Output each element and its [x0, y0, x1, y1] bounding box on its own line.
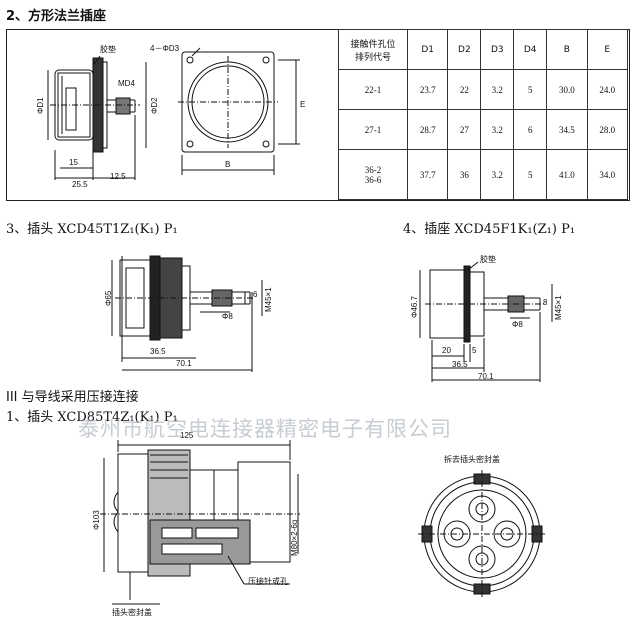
- d46-7-label: Φ46.7: [410, 296, 419, 318]
- flange-socket-front-view: [178, 47, 300, 175]
- header-b: B: [546, 29, 588, 70]
- cell: 27: [447, 109, 482, 150]
- crimp-plug-front-view: [418, 470, 546, 598]
- sectionIII-heading: III 与导线采用压接连接: [6, 390, 139, 405]
- d2-label: ΦD2: [150, 97, 159, 114]
- dim-20: 20: [442, 346, 451, 355]
- section2-frame: [6, 29, 630, 201]
- flange-socket-side-view: [47, 55, 147, 180]
- remove-cap-label: 拆去插头密封盖: [444, 455, 500, 464]
- d65-label: Φ65: [104, 290, 113, 306]
- dim-25-5: 25.5: [72, 180, 88, 189]
- dim-36-5: 36.5: [150, 347, 166, 356]
- section3-title: 3、插头 XCD45T1Z₁(K₁) P₁: [6, 222, 178, 237]
- six-label: 6: [253, 290, 258, 299]
- cell: 37.7: [406, 149, 449, 200]
- crimp-label: 压接针或孔: [248, 577, 288, 586]
- d103-label: Φ103: [92, 510, 101, 530]
- dim-70-1-2: 70.1: [478, 372, 494, 381]
- b-label: B: [225, 160, 231, 169]
- cell: 41.0: [546, 149, 588, 200]
- cell: 5: [513, 149, 548, 200]
- d8-label-2: Φ8: [512, 320, 523, 329]
- cell-code: 22-1: [338, 69, 408, 110]
- cell: 5: [513, 69, 548, 110]
- cell: 36: [447, 149, 482, 200]
- cell-code: 36-2 36-6: [338, 149, 408, 200]
- dim-5: 5: [472, 346, 477, 355]
- spec-table: 接触件孔位 排列代号 D1 D2 D3 D4 B E 22-1 23.7 22 …: [338, 29, 629, 200]
- dim-125: 125: [180, 431, 194, 440]
- d8-label: Φ8: [222, 312, 233, 321]
- company-watermark: 泰州市航空电连接器精密电子有限公司: [78, 417, 452, 441]
- dim-36-5-2: 36.5: [452, 360, 468, 369]
- m45-label: M45×1: [264, 287, 273, 312]
- section4-title: 4、插座 XCD45F1K₁(Z₁) P₁: [403, 222, 576, 237]
- sectionIII-sub1: 1、插头 XCD85T4Z₁(K₁) P₁: [6, 410, 178, 425]
- crimp-plug-drawing: [100, 440, 300, 605]
- header-code: 接触件孔位 排列代号: [338, 29, 408, 70]
- cell: 34.5: [546, 109, 588, 150]
- cap-label: 插头密封盖: [112, 608, 152, 617]
- section2-title: 2、方形法兰插座: [6, 9, 107, 24]
- m80-label: M80×2-6g: [290, 519, 299, 556]
- gasket-label-2: 胶垫: [480, 255, 496, 264]
- d1-label: ΦD1: [36, 97, 45, 114]
- dim-12-5: 12.5: [110, 172, 126, 181]
- plug-drawing: [111, 255, 263, 372]
- cell: 3.2: [480, 149, 515, 200]
- socket-drawing: [419, 261, 553, 382]
- cell: 6: [513, 109, 548, 150]
- gasket-label: 胶垫: [100, 45, 116, 54]
- cell: 34.0: [586, 149, 629, 200]
- header-d1: D1: [406, 29, 449, 70]
- table-row: 36-2 36-6 37.7 36 3.2 5 41.0 34.0: [338, 149, 629, 200]
- holes-label: 4－ΦD3: [150, 44, 180, 53]
- dim-70-1: 70.1: [176, 359, 192, 368]
- cell: 28.7: [406, 109, 449, 150]
- cell: 23.7: [406, 69, 449, 110]
- eight-label: 8: [543, 298, 548, 307]
- md4-label: MD4: [118, 79, 135, 88]
- dim-15: 15: [69, 158, 78, 167]
- e-label: E: [300, 100, 306, 109]
- m45-label-2: M45×1: [554, 295, 563, 320]
- cell-code: 27-1: [338, 109, 408, 150]
